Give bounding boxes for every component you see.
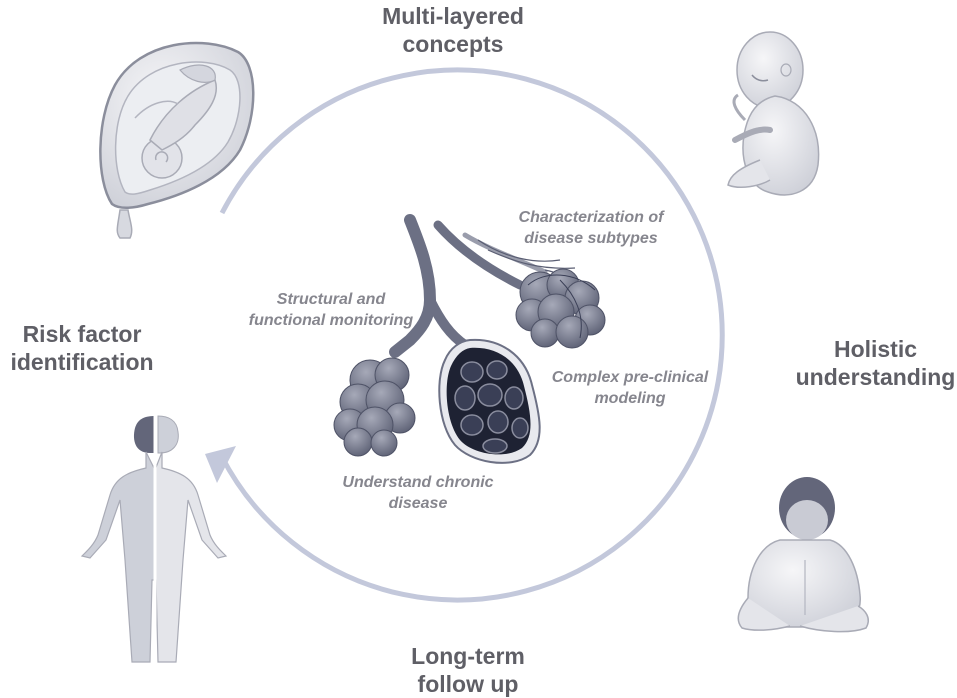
label-line: follow up [417, 671, 519, 697]
label-characterization-subtypes: Characterization of disease subtypes [506, 207, 676, 249]
fetus-illustration [727, 31, 820, 196]
label-complex-preclinical-modeling: Complex pre-clinical modeling [536, 367, 724, 409]
cycle-arrowhead [205, 446, 236, 483]
alveoli-cluster-section [438, 338, 541, 464]
label-line: functional monitoring [248, 312, 414, 329]
label-line: disease [388, 495, 448, 512]
seated-child-illustration [737, 477, 870, 633]
label-line: Structural and [276, 291, 386, 308]
label-multi-layered-concepts: Multi-layered concepts [373, 2, 533, 58]
lung-alveoli-illustration [333, 214, 606, 464]
label-line: Holistic [833, 336, 918, 362]
pregnant-uterus-illustration [99, 41, 255, 239]
label-line: identification [10, 349, 154, 375]
label-line: disease subtypes [524, 230, 658, 247]
label-line: Characterization of [518, 209, 664, 226]
label-line: Multi-layered [382, 3, 524, 29]
label-line: Understand chronic [342, 474, 494, 491]
cycle-arrow [219, 67, 725, 603]
alveoli-cluster-left [333, 357, 416, 457]
label-understand-chronic-disease: Understand chronic disease [332, 472, 504, 514]
label-line: concepts [402, 31, 504, 57]
label-structural-functional-monitoring: Structural and functional monitoring [245, 289, 417, 331]
label-risk-factor-identification: Risk factor identification [0, 320, 164, 376]
label-line: Long-term [411, 643, 525, 669]
label-line: modeling [594, 390, 666, 407]
label-line: Risk factor [22, 321, 142, 347]
label-long-term-follow-up: Long-term follow up [388, 642, 548, 698]
label-line: understanding [795, 364, 956, 390]
label-line: Complex pre-clinical [551, 369, 709, 386]
label-holistic-understanding: Holistic understanding [794, 335, 957, 391]
alveoli-cluster-right [515, 268, 606, 349]
adult-body-illustration [80, 415, 228, 668]
